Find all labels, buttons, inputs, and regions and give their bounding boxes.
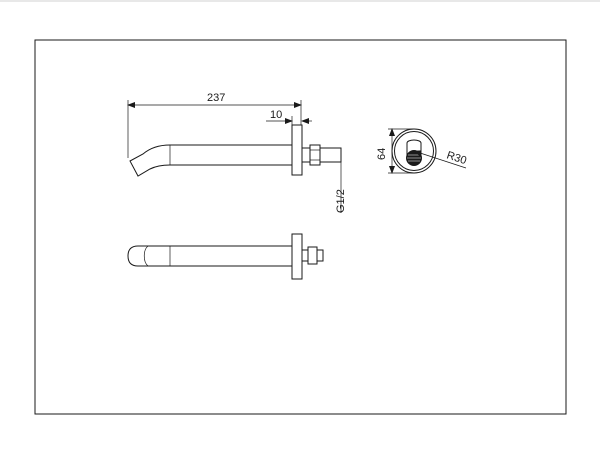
spout-top-outline <box>127 245 292 267</box>
thread-label: G1/2 <box>335 189 347 213</box>
connector-nut <box>301 147 311 163</box>
connector-hex <box>309 144 321 166</box>
front-view: 64 R30 <box>376 128 468 174</box>
top-connector-nut <box>301 249 309 262</box>
top-connector-hex <box>307 246 318 265</box>
spout-body <box>129 144 292 177</box>
height-dimension-label: 64 <box>376 148 388 160</box>
side-view: 237 10 G1/2 <box>127 92 347 213</box>
flange-dimension-label: 10 <box>270 109 282 121</box>
radius-leader-line <box>413 150 467 169</box>
length-dimension-label: 237 <box>207 92 225 104</box>
top-divider <box>0 0 600 2</box>
radius-label: R30 <box>445 149 468 167</box>
top-threaded-pipe <box>316 249 324 262</box>
top-view <box>127 233 324 280</box>
top-wall-flange <box>291 233 303 280</box>
drawing-frame <box>34 39 567 415</box>
spout-outlet-curve <box>143 245 149 267</box>
wall-flange <box>291 124 303 176</box>
threaded-pipe <box>319 147 342 163</box>
